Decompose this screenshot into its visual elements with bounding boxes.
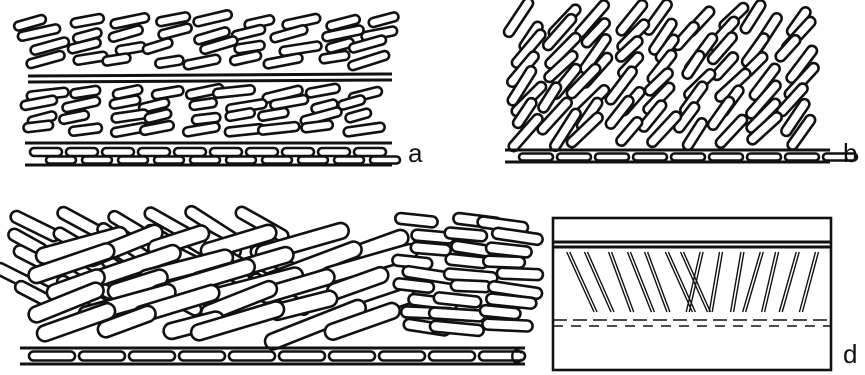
grain <box>319 50 350 63</box>
grain <box>183 54 221 70</box>
grain <box>354 148 386 156</box>
grain <box>226 157 256 164</box>
grain <box>282 148 314 156</box>
grain <box>557 154 591 161</box>
bedding-line <box>28 80 392 82</box>
grain <box>111 109 149 123</box>
panel-label-d: d <box>843 339 857 369</box>
panel-label-c: c <box>510 339 523 369</box>
panel-label-a: a <box>408 138 423 168</box>
grain <box>190 157 220 164</box>
grain <box>210 148 242 156</box>
grain <box>444 227 487 242</box>
grain <box>785 154 819 161</box>
grain <box>155 55 184 68</box>
panel-c <box>0 204 543 364</box>
grain <box>69 123 103 136</box>
grain <box>229 50 262 65</box>
grain <box>329 352 375 361</box>
grain <box>138 148 170 156</box>
grain <box>483 255 525 268</box>
grain <box>451 280 492 293</box>
grain <box>334 157 364 164</box>
grain <box>345 108 373 124</box>
bedding-line <box>28 74 392 76</box>
grain <box>497 268 543 281</box>
grain <box>179 352 225 361</box>
panel-d <box>553 218 831 370</box>
grain <box>279 352 325 361</box>
grain <box>30 148 62 156</box>
grain <box>633 154 667 161</box>
grain <box>246 148 278 156</box>
grain <box>709 154 743 161</box>
grain <box>368 11 400 28</box>
grain <box>129 352 175 361</box>
grain <box>82 157 112 164</box>
grain <box>59 110 90 125</box>
grain <box>429 307 485 321</box>
grain <box>70 13 104 28</box>
grain <box>482 318 533 331</box>
grain <box>379 352 425 361</box>
grain <box>337 94 366 110</box>
grain <box>395 212 438 227</box>
grain <box>595 154 629 161</box>
grain <box>229 352 275 361</box>
grain <box>747 154 781 161</box>
grain <box>193 9 233 27</box>
panel-label-b: b <box>843 138 857 168</box>
grain <box>79 352 125 361</box>
grain <box>183 122 221 137</box>
grain <box>519 154 553 161</box>
grain <box>174 148 206 156</box>
panel-b <box>502 0 857 162</box>
grain <box>118 157 148 164</box>
grain <box>262 157 292 164</box>
grain <box>298 157 328 164</box>
grain <box>142 37 174 55</box>
grain <box>479 305 521 320</box>
grain <box>671 154 705 161</box>
grain <box>258 122 300 135</box>
grain <box>305 83 340 98</box>
grain <box>23 120 54 132</box>
grain <box>263 53 303 69</box>
grain <box>46 157 76 164</box>
grain <box>154 157 184 164</box>
panel-a <box>13 9 400 165</box>
grain <box>370 157 400 164</box>
grain <box>410 242 451 256</box>
grain <box>318 148 350 156</box>
grain <box>29 352 75 361</box>
grain <box>429 352 475 361</box>
grain <box>102 148 134 156</box>
grain <box>343 122 385 137</box>
grain <box>151 86 184 100</box>
grain <box>66 148 98 156</box>
